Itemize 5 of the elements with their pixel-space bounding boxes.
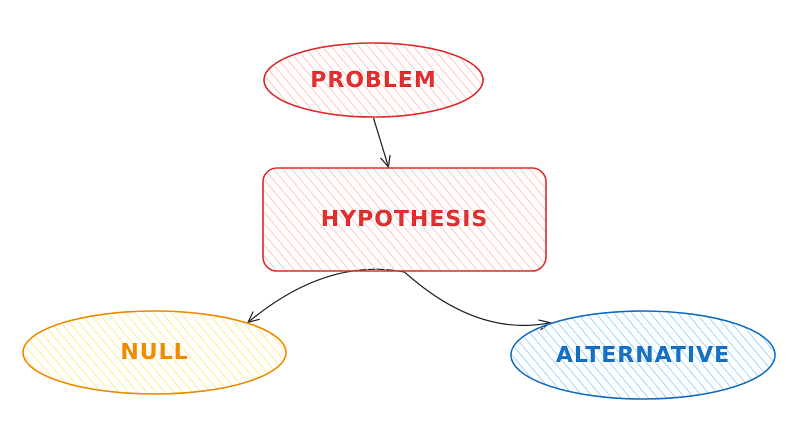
node-label: ALTERNATIVE (556, 342, 730, 368)
node-label: NULL (120, 340, 189, 365)
node-label: PROBLEM (310, 68, 437, 92)
arrow (372, 118, 391, 168)
node-label: HYPOTHESIS (320, 207, 488, 232)
